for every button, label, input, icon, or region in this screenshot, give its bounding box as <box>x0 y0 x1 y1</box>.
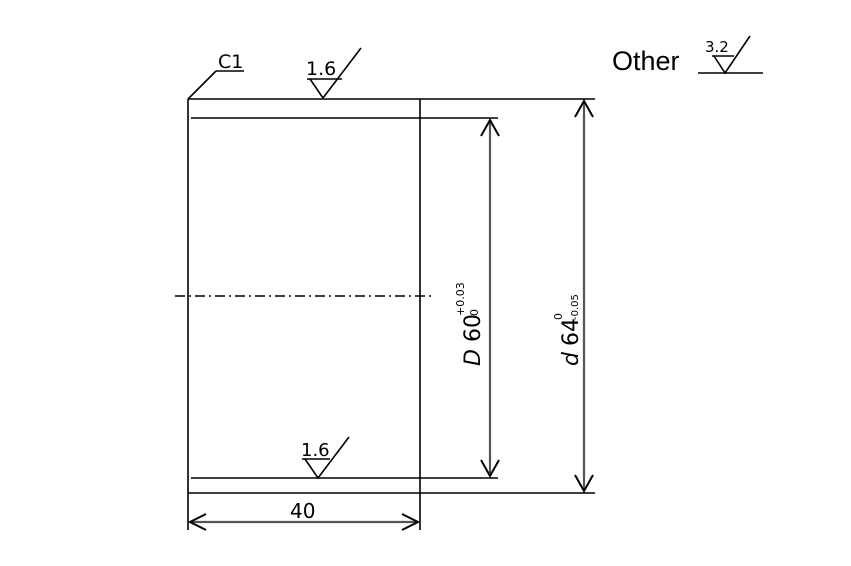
outer-diameter-dimension: d 64 0 -0.05 <box>552 98 594 494</box>
bottom-roughness-value: 1.6 <box>301 440 330 461</box>
inner-dim-lower-tol: 0 <box>468 309 481 316</box>
inner-dim-symbol: D <box>461 349 486 366</box>
inner-diameter-dimension: D 60 +0.03 0 <box>454 117 500 479</box>
inner-dim-nominal: 60 <box>461 314 486 342</box>
chamfer-callout: C1 <box>187 51 244 100</box>
other-label: Other <box>612 46 680 76</box>
chamfer-label: C1 <box>218 51 243 73</box>
outer-dim-symbol: d <box>559 351 584 366</box>
outer-dim-nominal: 64 <box>559 318 584 346</box>
inner-dim-upper-tol: +0.03 <box>454 282 467 316</box>
other-roughness-value: 3.2 <box>705 38 729 56</box>
outer-dim-upper-tol: 0 <box>552 313 565 320</box>
outer-dim-lower-tol: -0.05 <box>570 294 581 320</box>
part-outline <box>187 98 595 530</box>
length-dim-value: 40 <box>290 499 315 523</box>
top-roughness-symbol: 1.6 <box>306 47 362 100</box>
top-roughness-value: 1.6 <box>306 58 336 80</box>
bottom-roughness-symbol: 1.6 <box>301 436 350 480</box>
other-roughness-note: Other 3.2 <box>612 35 763 76</box>
length-dimension: 40 <box>187 499 421 531</box>
